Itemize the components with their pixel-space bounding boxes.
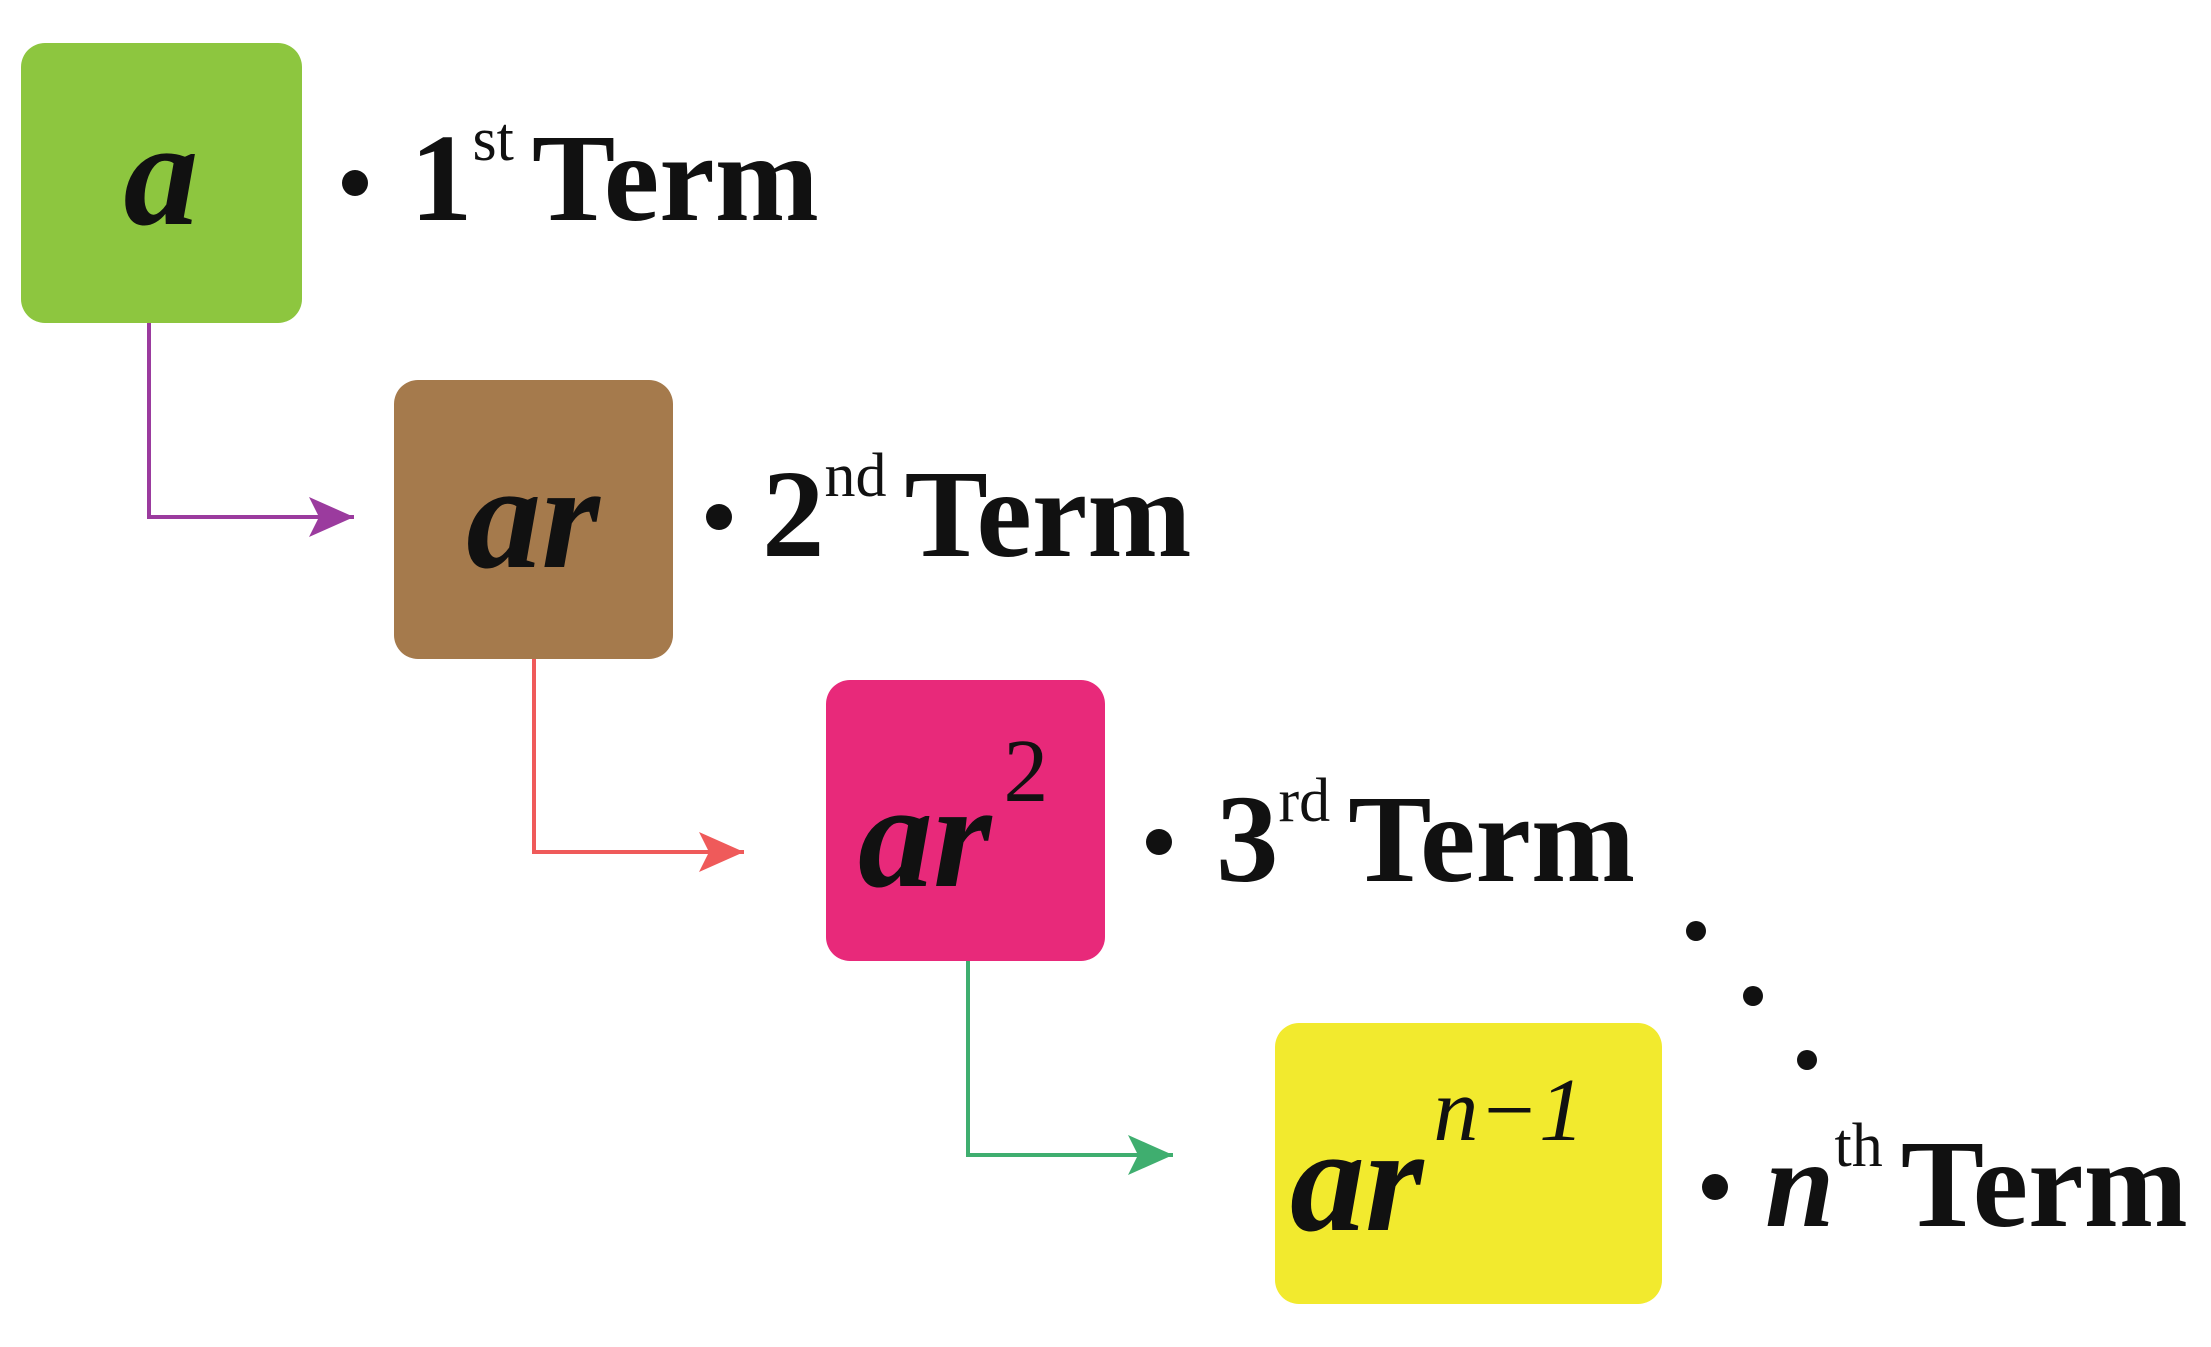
bullet-2 xyxy=(706,504,732,530)
arrow-head-2 xyxy=(699,832,744,872)
arrow-head-1 xyxy=(309,497,354,537)
term-2-box xyxy=(394,380,673,659)
arrow-head-3 xyxy=(1128,1135,1173,1175)
ellipsis-dot xyxy=(1686,921,1706,941)
term-1-box xyxy=(21,43,302,323)
arrow-3-to-n xyxy=(966,961,1173,1157)
term-3-box xyxy=(826,680,1105,961)
arrow-1-to-2 xyxy=(147,323,354,519)
bullet-3 xyxy=(1146,829,1172,855)
ellipsis-dot xyxy=(1797,1050,1817,1070)
ellipsis-dot xyxy=(1743,986,1763,1006)
bullet-1 xyxy=(342,170,368,196)
term-n-box xyxy=(1275,1023,1662,1304)
term-1-expr: a xyxy=(124,91,199,257)
bullet-n xyxy=(1702,1174,1728,1200)
term-2-expr: ar xyxy=(466,434,601,600)
arrow-2-to-3 xyxy=(532,659,744,854)
